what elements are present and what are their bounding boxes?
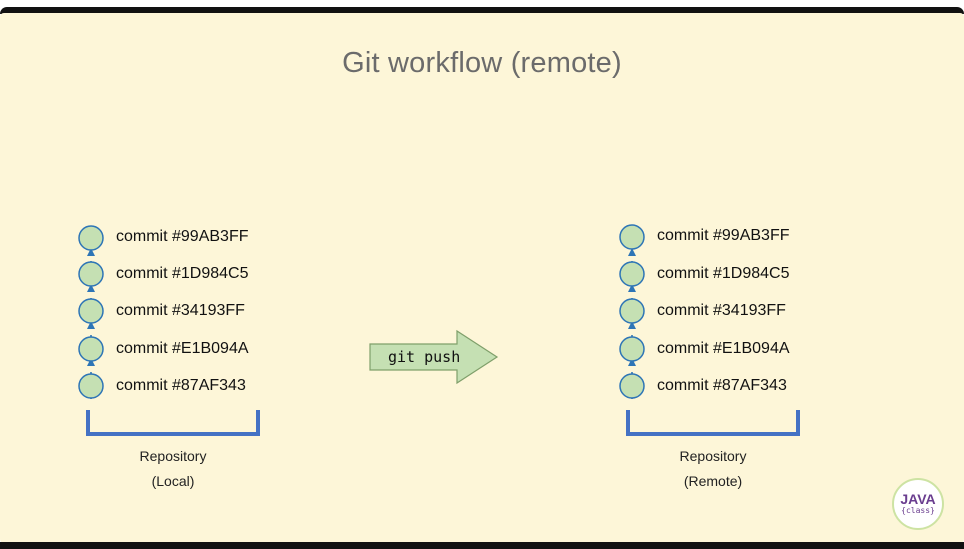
push-arrow-shape — [369, 329, 499, 385]
local-repo-label-line1: Repository — [139, 448, 207, 464]
local-repo-bracket — [86, 410, 260, 436]
logo-sub-text: {class} — [901, 506, 935, 515]
local-arrowhead-1 — [87, 248, 95, 256]
remote-commit-node-1 — [619, 224, 645, 250]
git-push-command: git push — [388, 348, 461, 366]
remote-commit-label-4: commit #E1B094A — [657, 340, 790, 357]
remote-arrowhead-2 — [628, 284, 636, 292]
remote-repo-label-line1: Repository — [679, 448, 747, 464]
local-commit-label-2: commit #1D984C5 — [116, 265, 249, 282]
remote-arrowhead-3 — [628, 321, 636, 329]
local-commit-node-1 — [78, 225, 104, 251]
local-commit-label-4: commit #E1B094A — [116, 340, 249, 357]
local-repo-label: Repository (Local) — [93, 444, 253, 494]
local-commit-node-4 — [78, 336, 104, 362]
local-arrowhead-3 — [87, 321, 95, 329]
local-commit-label-3: commit #34193FF — [116, 302, 245, 319]
remote-chain — [619, 224, 645, 399]
remote-commit-label-2: commit #1D984C5 — [657, 265, 790, 282]
window-top-edge — [0, 7, 964, 14]
remote-commit-label-1: commit #99AB3FF — [657, 227, 790, 244]
local-commit-node-2 — [78, 261, 104, 287]
remote-commit-node-5 — [619, 373, 645, 399]
local-repo-label-line2: (Local) — [151, 473, 195, 489]
local-commit-label-5: commit #87AF343 — [116, 377, 246, 394]
remote-commit-node-3 — [619, 298, 645, 324]
frame-bottom-edge — [0, 542, 964, 549]
local-arrowhead-4 — [87, 358, 95, 366]
local-commit-label-1: commit #99AB3FF — [116, 228, 249, 245]
logo-main-text: JAVA — [900, 491, 936, 507]
frame-top — [0, 0, 964, 10]
remote-repo-bracket — [626, 410, 800, 436]
remote-commit-label-3: commit #34193FF — [657, 302, 786, 319]
slide-title: Git workflow (remote) — [342, 47, 622, 79]
remote-commit-node-2 — [619, 261, 645, 287]
remote-arrowhead-1 — [628, 248, 636, 256]
remote-repo-label-line2: (Remote) — [683, 473, 743, 489]
local-chain — [78, 225, 104, 399]
local-commit-node-5 — [78, 373, 104, 399]
local-arrowhead-2 — [87, 284, 95, 292]
java-class-logo: JAVA {class} — [892, 478, 944, 530]
local-commit-node-3 — [78, 298, 104, 324]
remote-commit-label-5: commit #87AF343 — [657, 377, 787, 394]
remote-arrowhead-4 — [628, 358, 636, 366]
remote-commit-node-4 — [619, 336, 645, 362]
slide — [0, 13, 964, 543]
remote-repo-label: Repository (Remote) — [633, 444, 793, 494]
